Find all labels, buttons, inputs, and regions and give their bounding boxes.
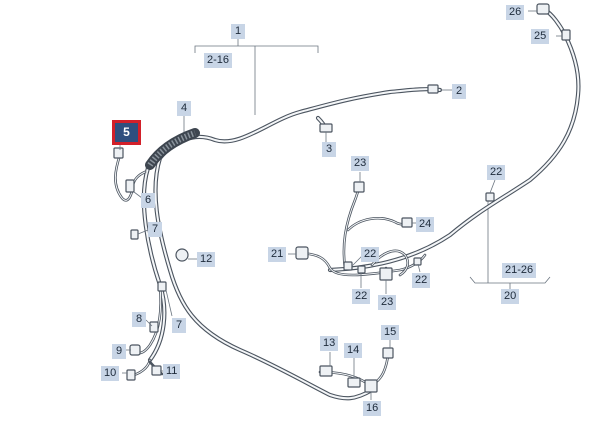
- clip-7b: [157, 281, 167, 292]
- center-subharness: [298, 184, 427, 280]
- callout-14[interactable]: 14: [344, 343, 363, 358]
- callout-5-highlighted[interactable]: 5: [112, 120, 141, 145]
- callout-21-26[interactable]: 21-26: [502, 263, 537, 278]
- callout-7b[interactable]: 7: [172, 318, 186, 333]
- callout-7a[interactable]: 7: [148, 222, 162, 237]
- connector-23a: [353, 181, 365, 193]
- callout-23a[interactable]: 23: [351, 156, 370, 171]
- connector-10: [126, 369, 136, 381]
- callout-21[interactable]: 21: [268, 247, 287, 262]
- callout-2[interactable]: 2: [452, 84, 466, 99]
- clip-22d: [485, 192, 495, 202]
- connector-15: [382, 347, 394, 359]
- connector-25: [561, 29, 571, 41]
- callout-3[interactable]: 3: [322, 142, 336, 157]
- callout-9[interactable]: 9: [112, 344, 126, 359]
- callout-1[interactable]: 1: [231, 24, 245, 39]
- connector-2: [427, 84, 439, 94]
- connector-26: [536, 3, 550, 15]
- right-harness: [327, 7, 581, 273]
- callout-15[interactable]: 15: [381, 325, 400, 340]
- callout-8[interactable]: 8: [132, 312, 146, 327]
- callout-20[interactable]: 20: [501, 289, 520, 304]
- callout-6[interactable]: 6: [141, 193, 155, 208]
- connector-9: [129, 344, 141, 356]
- connector-11: [151, 365, 162, 376]
- clip-22b: [357, 265, 366, 274]
- grommet-12: [175, 248, 189, 262]
- connector-8: [149, 321, 159, 333]
- connector-24: [401, 217, 413, 228]
- callout-26[interactable]: 26: [506, 5, 525, 20]
- conduit-4: [145, 128, 200, 170]
- callout-22a[interactable]: 22: [361, 247, 380, 262]
- connector-21: [295, 246, 309, 260]
- callout-22b[interactable]: 22: [352, 289, 371, 304]
- callout-4[interactable]: 4: [177, 101, 191, 116]
- clip-7: [130, 229, 139, 240]
- callout-2-16[interactable]: 2-16: [204, 53, 233, 68]
- callout-22c[interactable]: 22: [412, 273, 431, 288]
- connector-16: [364, 379, 378, 393]
- callout-11[interactable]: 11: [163, 364, 181, 379]
- connector-23b: [379, 267, 393, 281]
- leader-lines: [119, 10, 562, 400]
- callout-12[interactable]: 12: [197, 252, 216, 267]
- callout-25[interactable]: 25: [531, 29, 550, 44]
- connector-13: [319, 365, 333, 377]
- callout-24[interactable]: 24: [416, 217, 435, 232]
- callout-13[interactable]: 13: [320, 336, 339, 351]
- connector-6: [125, 179, 135, 193]
- callout-10[interactable]: 10: [101, 366, 120, 381]
- connector-14: [347, 377, 361, 388]
- callout-22d[interactable]: 22: [487, 165, 506, 180]
- callout-23b[interactable]: 23: [378, 295, 397, 310]
- clip-22c: [413, 257, 422, 266]
- group-bracket-1: [194, 45, 319, 53]
- connector-5: [113, 147, 124, 159]
- callout-16[interactable]: 16: [363, 401, 382, 416]
- clip-22a: [343, 261, 353, 271]
- connector-3: [319, 123, 333, 133]
